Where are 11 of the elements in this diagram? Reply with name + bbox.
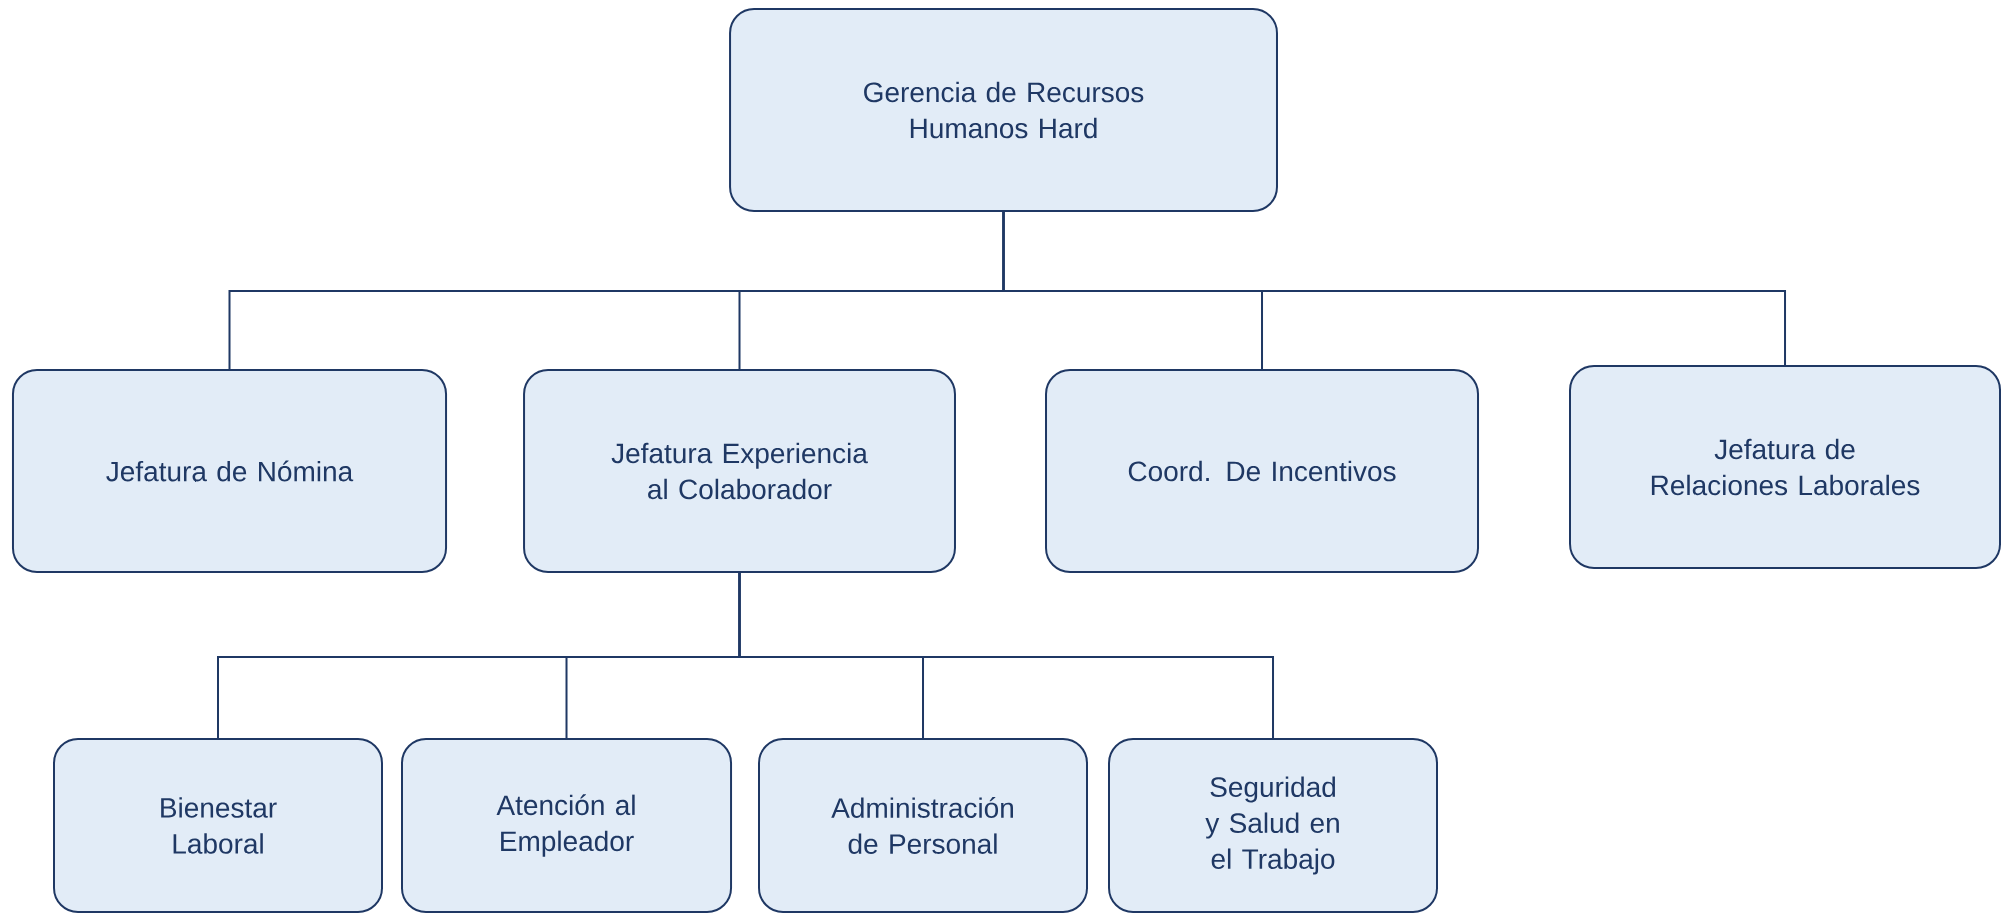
org-box: Coord. De Incentivos [1045,369,1479,573]
connector-line [1002,211,1786,366]
org-box: Jefatura de Nómina [11,369,448,573]
org-box: Seguridad y Salud en el Trabajo [1108,738,1438,914]
connector-line [738,572,1274,739]
org-box: Gerencia de Recursos Humanos Hard [729,8,1278,212]
org-box: Jefatura Experiencia al Colaborador [523,369,956,573]
org-box: Atención al Empleador [400,738,733,914]
org-box: Jefatura de Relaciones Laborales [1569,365,2002,569]
org-box: Bienestar Laboral [53,738,383,914]
org-box: Administración de Personal [758,738,1088,914]
